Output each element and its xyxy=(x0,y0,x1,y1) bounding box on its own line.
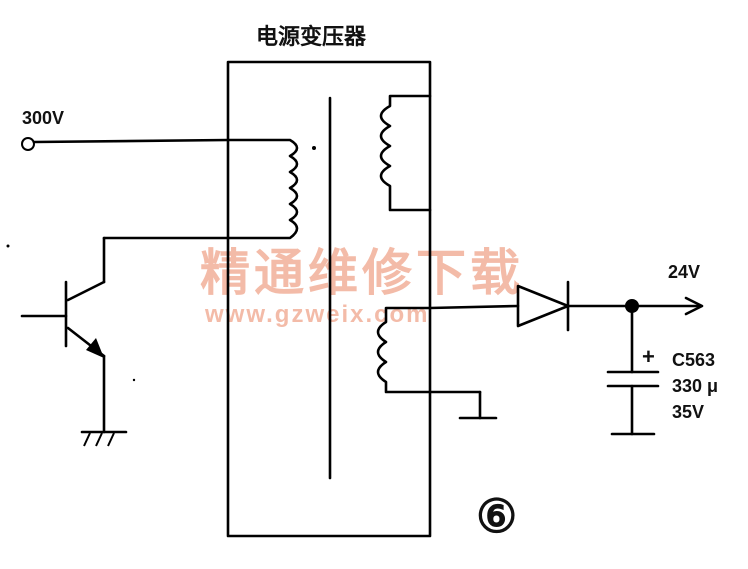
primary-winding xyxy=(226,138,316,240)
output-voltage-label: 24V xyxy=(668,262,700,282)
capacitor-capacitance: 330 μ xyxy=(672,376,718,396)
watermark-url: www.gzweix.com xyxy=(204,301,430,328)
capacitor-c563 xyxy=(606,304,660,436)
output-arrow-icon xyxy=(684,296,704,316)
input-terminal xyxy=(21,137,35,151)
input-voltage-label: 300V xyxy=(22,108,64,128)
switching-transistor xyxy=(20,236,230,434)
secondary-winding-lower xyxy=(376,306,432,394)
capacitor-polarity: + xyxy=(642,344,655,369)
capacitor-rating: 35V xyxy=(672,402,704,422)
transformer-box xyxy=(226,60,432,538)
rectifier-diode xyxy=(516,280,570,332)
ground-symbol-right xyxy=(428,390,498,420)
transformer-title: 电源变压器 xyxy=(256,24,367,49)
capacitor-name: C563 xyxy=(672,350,715,370)
figure-number: ⑥ xyxy=(476,490,517,542)
ground-symbol-left xyxy=(80,430,128,447)
output-wire-left xyxy=(428,304,520,310)
stray-mark xyxy=(132,378,136,382)
input-wire xyxy=(32,138,230,144)
secondary-winding-upper xyxy=(379,94,432,212)
watermark-text: 精通维修下载 xyxy=(200,244,524,302)
stray-mark xyxy=(6,244,10,248)
